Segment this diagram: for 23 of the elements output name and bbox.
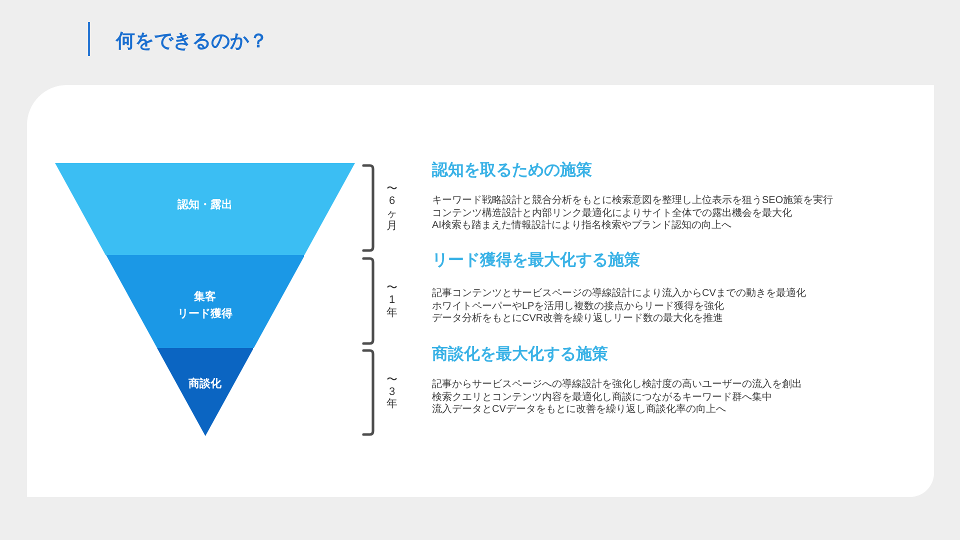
- body-text: 検索クエリとコンテンツ内容を最適化し商談につながるキーワード群へ集中: [432, 392, 772, 404]
- segment-label: 集客: [194, 290, 216, 305]
- segment-label: 認知・露出: [178, 198, 232, 213]
- duration-label: 〜3年: [386, 374, 398, 410]
- body-text: 流入データとCVデータをもとに改善を繰り返し商談化率の向上へ: [432, 404, 726, 416]
- body-text: AI検索も踏まえた情報設計により指名検索やブランド認知の向上へ: [432, 220, 732, 232]
- body-text: キーワード戦略設計と競合分析をもとに検索意図を整理し上位表示を狙うSEO施策を実行: [432, 195, 834, 207]
- funnel-segment: [55, 163, 355, 255]
- funnel-segment: [106, 255, 304, 348]
- body-text: データ分析をもとにCVR改善を繰り返しリード数の最大化を推進: [432, 313, 724, 325]
- body-text: ホワイトペーパーやLPを活用し複数の接点からリード獲得を強化: [432, 300, 724, 312]
- body-text: コンテンツ構造設計と内部リンク最適化によりサイト全体での露出機会を最大化: [432, 208, 792, 220]
- segment-label: 商談化: [188, 376, 222, 392]
- section-heading: 認知を取るための施策: [432, 161, 592, 181]
- section-heading: リード獲得を最大化する施策: [432, 251, 640, 271]
- body-text: 記事からサービスページへの導線設計を強化し検討度の高いユーザーの流入を創出: [432, 379, 802, 391]
- duration-label: 〜6ヶ月: [386, 183, 398, 232]
- page-title: 何をできるのか？: [116, 30, 268, 54]
- funnel-segment: [156, 348, 254, 436]
- segment-label: リード獲得: [177, 306, 232, 322]
- section-heading: 商談化を最大化する施策: [432, 345, 608, 365]
- body-text: 記事コンテンツとサービスページの導線設計により流入からCVまでの動きを最適化: [432, 288, 806, 300]
- duration-label: 〜1年: [386, 282, 398, 319]
